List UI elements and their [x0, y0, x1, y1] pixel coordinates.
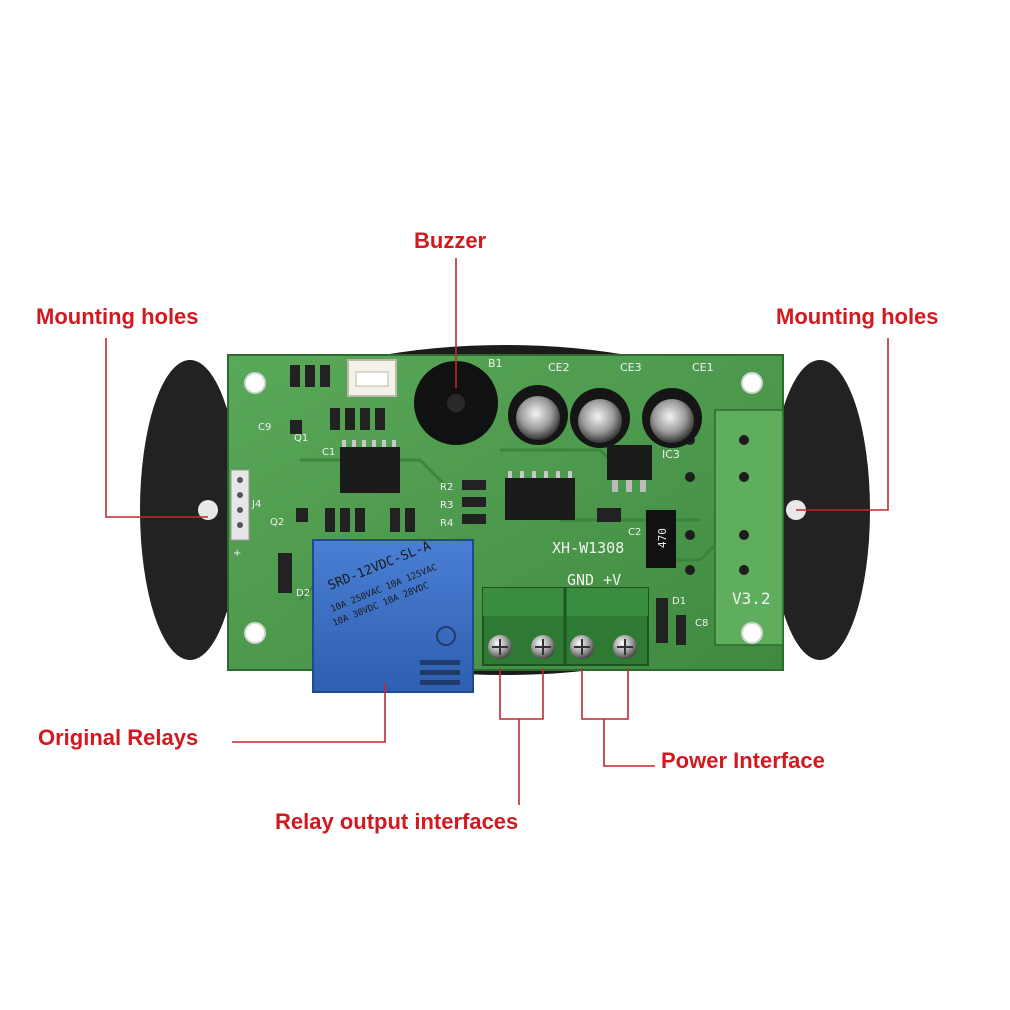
- svg-text:+: +: [233, 548, 241, 559]
- relay-output-bracket: [499, 668, 544, 720]
- power-interface-label: Power Interface: [661, 748, 825, 773]
- terminal-block: GND +V: [482, 571, 649, 666]
- sensor-connector: [347, 359, 397, 397]
- voltage-regulator: [607, 445, 652, 492]
- mounting-holes-left-label: Mounting holes: [36, 304, 199, 329]
- buzzer-component: B1: [414, 357, 503, 445]
- svg-text:Q2: Q2: [270, 517, 284, 528]
- svg-text:CE2: CE2: [548, 361, 570, 374]
- relay-component: SRD-12VDC-SL-A 10A 250VAC 10A 125VAC 10A…: [312, 539, 474, 693]
- svg-text:R4: R4: [440, 518, 453, 529]
- j4-header: [230, 469, 250, 541]
- leader-lines: [105, 258, 889, 805]
- smd-components: [278, 365, 686, 645]
- relay-output-interfaces-label: Relay output interfaces: [275, 809, 519, 834]
- svg-text:D1: D1: [672, 596, 686, 607]
- svg-text:C8: C8: [695, 618, 708, 629]
- svg-text:R3: R3: [440, 500, 453, 511]
- ic-chips: XH-W1308: [340, 440, 624, 557]
- capacitors: CE2 CE3 CE1 IC3: [508, 361, 714, 461]
- svg-text:470: 470: [656, 528, 669, 548]
- terminal-label: GND +V: [567, 571, 621, 589]
- svg-text:CE3: CE3: [620, 361, 642, 374]
- svg-text:IC3: IC3: [662, 448, 680, 461]
- svg-text:CE1: CE1: [692, 361, 714, 374]
- svg-text:Q1: Q1: [294, 433, 308, 444]
- svg-text:D2: D2: [296, 588, 310, 599]
- board-model: XH-W1308: [552, 539, 624, 557]
- svg-text:C2: C2: [628, 527, 641, 538]
- original-relays-label: Original Relays: [38, 725, 199, 750]
- mounting-holes-right-label: Mounting holes: [776, 304, 939, 329]
- power-bracket: [581, 668, 629, 720]
- svg-text:B1: B1: [488, 357, 503, 370]
- svg-text:C1: C1: [322, 447, 335, 458]
- power-interface-leader: [603, 719, 655, 767]
- board-version: V3.2: [732, 589, 771, 608]
- mounting-holes-left-leader: [105, 338, 208, 518]
- power-resistor: 470: [646, 510, 676, 568]
- silkscreen-labels: C9 Q1 C1 R2 R3 R4 J4 Q2 + C2 D1 C8 D2: [233, 422, 708, 629]
- original-relays-leader: [232, 683, 386, 743]
- buzzer-label: Buzzer: [414, 228, 487, 253]
- svg-text:C9: C9: [258, 422, 271, 433]
- svg-text:R2: R2: [440, 482, 453, 493]
- left-mounting-hole: [198, 500, 218, 520]
- svg-text:J4: J4: [251, 499, 261, 510]
- mounting-holes-right-leader: [796, 338, 889, 511]
